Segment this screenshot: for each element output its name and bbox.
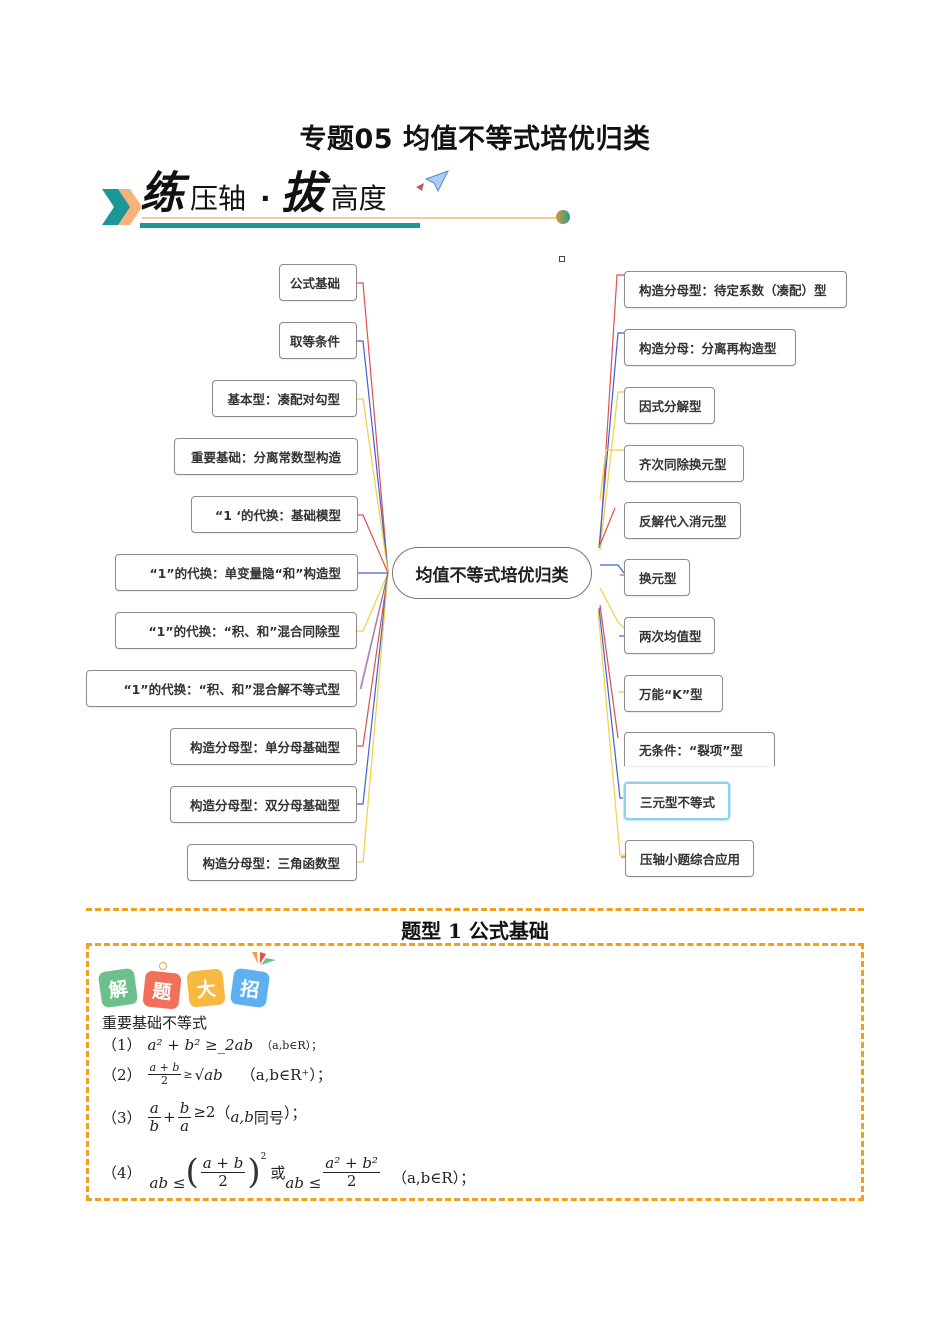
mindmap-node-left[interactable]: 公式基础: [279, 264, 357, 301]
mindmap-node-left[interactable]: “1”的代换：“积、和”混合同除型: [115, 612, 357, 649]
mindmap: 均值不等式培优归类 公式基础 取等条件 基本型：凑配对勾型 重要基础：分离常数型…: [86, 256, 847, 881]
mindmap-node-right[interactable]: 齐次同除换元型: [624, 445, 744, 482]
mindmap-node-right[interactable]: 构造分母：分离再构造型: [624, 329, 796, 366]
formula-2: （2） a + b 2 ≥ √ab （a,b∈R⁺）；: [102, 1061, 332, 1088]
formula-1: （1） a² + b² ≥_2ab （a,b∈R）；: [102, 1035, 323, 1055]
mindmap-node-right[interactable]: 反解代入消元型: [624, 502, 741, 539]
mindmap-node-left[interactable]: “1”的代换：单变量隐“和”构造型: [115, 554, 358, 591]
mindmap-node-left[interactable]: 构造分母型：双分母基础型: [170, 786, 357, 823]
solve-tips-badge: 解 题 大 招: [97, 950, 288, 1012]
mindmap-node-left[interactable]: “1”的代换：“积、和”混合解不等式型: [86, 670, 357, 707]
selection-handle: [559, 256, 565, 262]
banner-char-lian: 练: [140, 168, 184, 219]
chevron-icon: [102, 189, 142, 225]
mindmap-node-right[interactable]: 构造分母型：待定系数（凑配）型: [624, 271, 847, 308]
mindmap-node-right[interactable]: 压轴小题综合应用: [625, 840, 754, 877]
banner-text-gaodu: 高度: [330, 182, 387, 215]
mindmap-node-right[interactable]: 换元型: [624, 559, 690, 596]
mindmap-node-right[interactable]: 因式分解型: [624, 387, 715, 424]
banner-char-ba: 拔: [280, 168, 325, 219]
banner-line-thick: [140, 223, 420, 228]
section-divider: [86, 908, 864, 911]
formula-3: （3） a b + b a ≥2 （ a,b 同号 ）；: [102, 1099, 307, 1135]
mindmap-node-left[interactable]: 基本型：凑配对勾型: [212, 380, 357, 417]
banner-line-thin: [142, 217, 557, 219]
tip-box: [86, 943, 864, 1201]
badge-da: 大: [186, 968, 226, 1008]
mindmap-node-right[interactable]: 无条件：“裂项”型: [624, 732, 775, 766]
mindmap-connectors: [357, 274, 626, 863]
mindmap-node-left[interactable]: “1 ‘的代换：基础模型: [191, 496, 358, 533]
mindmap-node-left[interactable]: 构造分母型：单分母基础型: [170, 728, 357, 765]
mindmap-node-left[interactable]: 构造分母型：三角函数型: [187, 844, 357, 881]
mindmap-node-right-selected[interactable]: 三元型不等式: [624, 782, 730, 820]
mindmap-node-right[interactable]: 两次均值型: [624, 617, 715, 654]
paper-plane-icon: [416, 170, 450, 193]
badge-ti: 题: [142, 970, 182, 1010]
document-title: 专题05 均值不等式培优归类: [299, 124, 651, 155]
sparkle-icon: [252, 952, 276, 965]
mindmap-node-left[interactable]: 重要基础：分离常数型构造: [174, 438, 358, 475]
section-title: 题型 1 公式基础: [401, 919, 549, 943]
banner-dot-end: [556, 210, 570, 224]
mindmap-center-node[interactable]: 均值不等式培优归类: [392, 547, 592, 599]
badge-ring: [159, 962, 167, 970]
formula-4: （4） ab ≤ ( a + b 2 ) 2 或 ab ≤ a² + b² 2 …: [102, 1152, 476, 1192]
content-subtitle: 重要基础不等式: [102, 1014, 208, 1032]
banner-text-yazhou: 压轴: [190, 182, 247, 215]
badge-zhao: 招: [229, 967, 271, 1009]
mindmap-node-left[interactable]: 取等条件: [279, 322, 357, 359]
mindmap-node-right[interactable]: 万能“K”型: [624, 675, 723, 712]
banner-dot: ·: [260, 182, 271, 215]
badge-jie: 解: [97, 967, 139, 1009]
section-banner: 练 压轴 · 拔 高度: [100, 155, 580, 240]
